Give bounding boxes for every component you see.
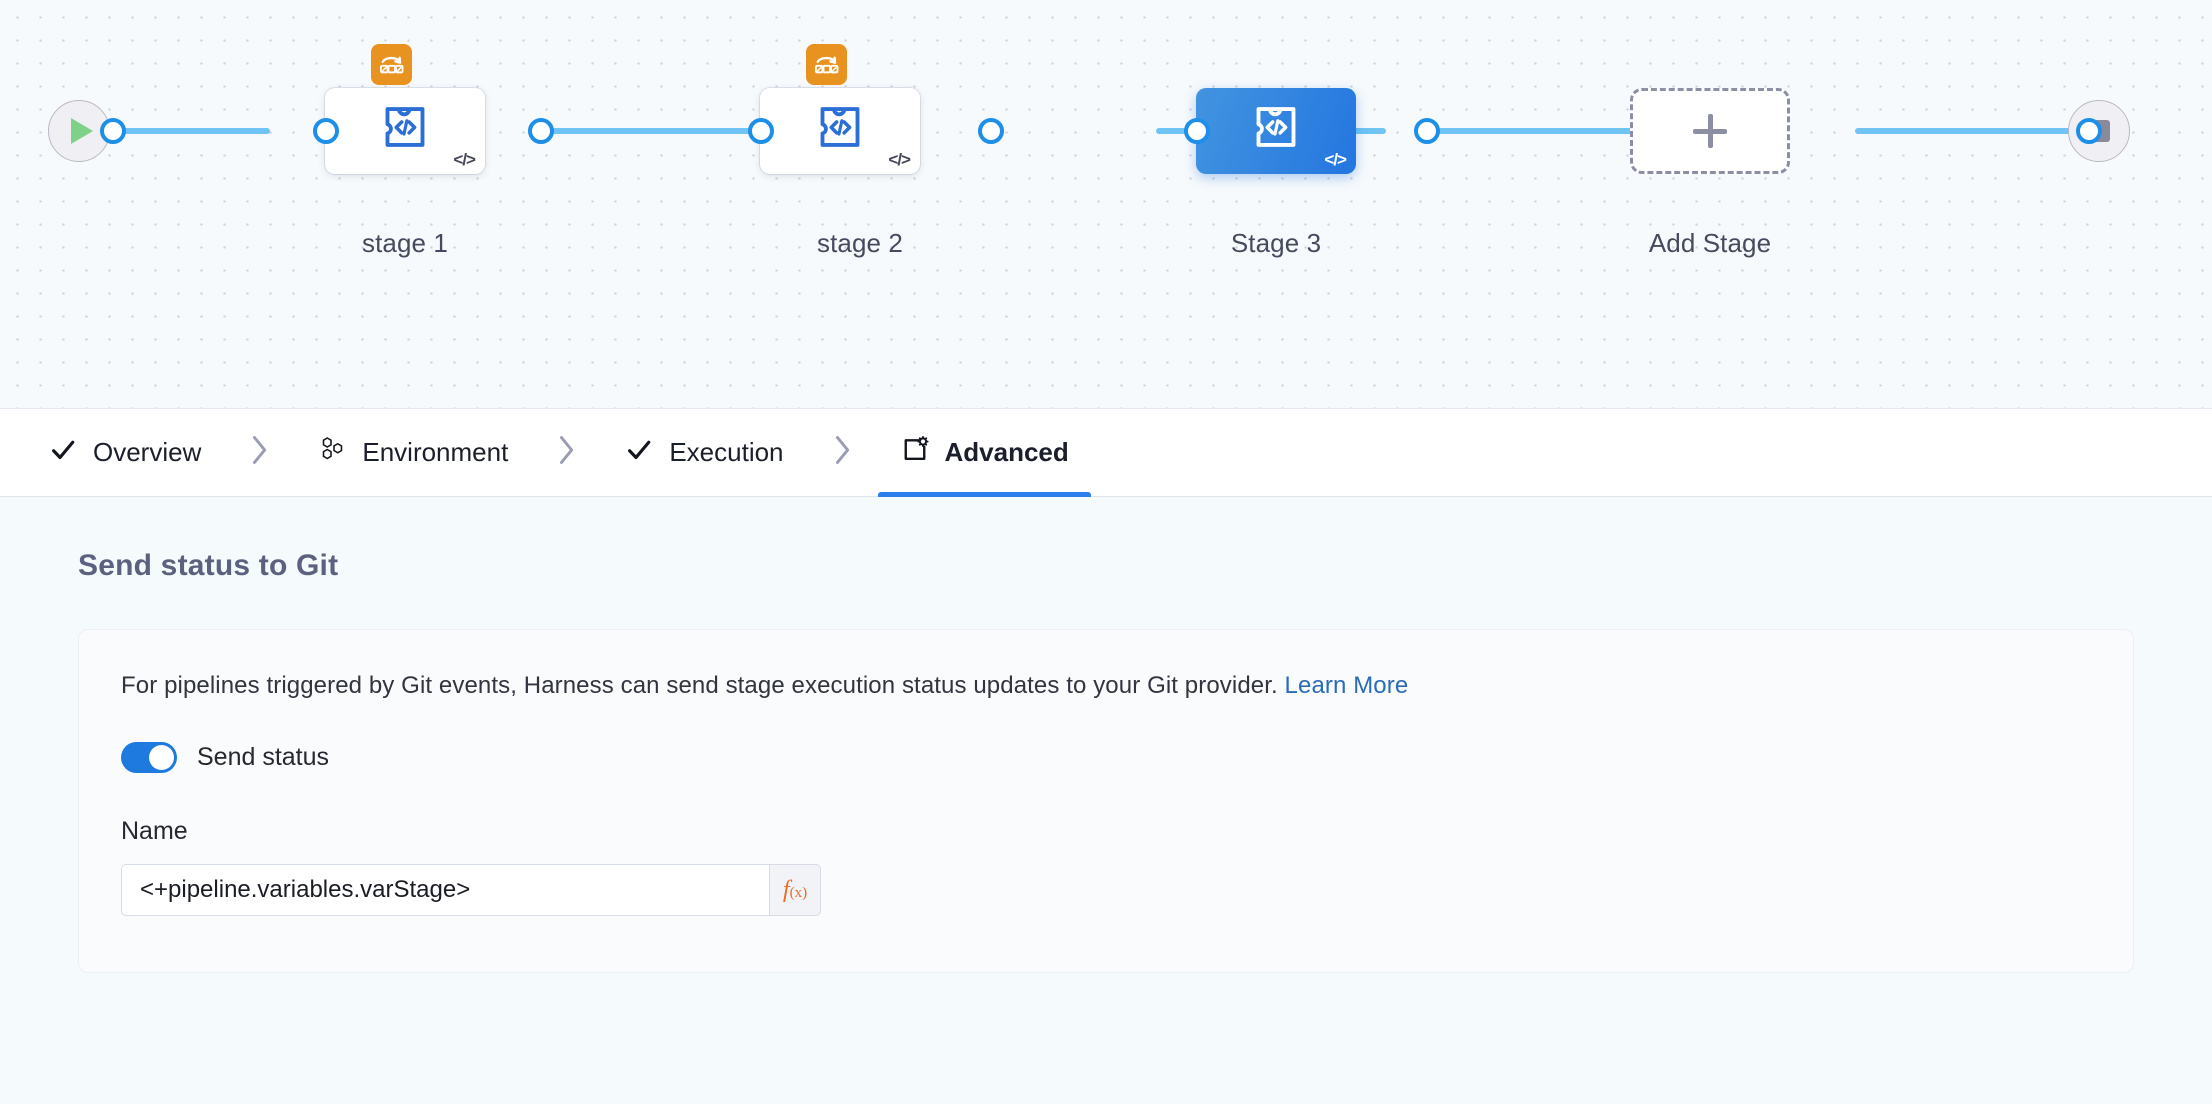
- port-stage2-out[interactable]: [978, 118, 1004, 144]
- tab-overview[interactable]: Overview: [26, 409, 223, 496]
- section-title: Send status to Git: [78, 549, 339, 582]
- send-status-card: For pipelines triggered by Git events, H…: [78, 629, 2134, 973]
- code-yaml-badge-1: </>: [453, 150, 476, 169]
- port-stage3-out[interactable]: [1414, 118, 1440, 144]
- send-status-toggle[interactable]: [121, 742, 177, 773]
- stage-label-3: Stage 3: [1230, 228, 1322, 258]
- port-end-in[interactable]: [2076, 118, 2102, 144]
- port-stage2-in[interactable]: [748, 118, 774, 144]
- port-stage1-in[interactable]: [313, 118, 339, 144]
- tab-overview-label: Overview: [93, 437, 202, 467]
- edge-stage3-to-addstage: [1420, 128, 1660, 134]
- name-field-label: Name: [121, 817, 188, 845]
- stage-label-1: stage 1: [362, 228, 448, 258]
- tab-separator-1: [223, 409, 295, 496]
- card-description: For pipelines triggered by Git events, H…: [121, 672, 2091, 700]
- tab-execution[interactable]: Execution: [602, 409, 805, 496]
- code-yaml-badge-3: </>: [1324, 150, 1347, 169]
- stage-node-2[interactable]: </>: [760, 44, 920, 174]
- code-yaml-badge-2: </>: [888, 150, 911, 169]
- advanced-tab-content: Send status to Git For pipelines trigger…: [0, 497, 2212, 1104]
- hexagons-icon: [317, 435, 347, 470]
- tab-separator-3: [806, 409, 878, 496]
- port-start-out[interactable]: [100, 118, 126, 144]
- port-stage3-in[interactable]: [1184, 118, 1210, 144]
- check-icon: [624, 435, 654, 470]
- edge-start-to-stage1: [110, 128, 270, 134]
- learn-more-link[interactable]: Learn More: [1284, 672, 1409, 699]
- tab-advanced[interactable]: Advanced: [877, 409, 1092, 497]
- custom-stage-icon: [1251, 102, 1301, 157]
- matrix-looping-icon: [806, 44, 847, 85]
- chevron-right-icon: [552, 433, 580, 472]
- stage-node-1[interactable]: </>: [325, 44, 485, 174]
- custom-stage-icon: [380, 102, 430, 157]
- custom-stage-icon: [815, 102, 865, 157]
- check-icon: [48, 435, 78, 470]
- tab-advanced-label: Advanced: [944, 437, 1069, 467]
- pipeline-canvas[interactable]: </> stage 1 </> stag: [0, 0, 2212, 409]
- stage-label-2: stage 2: [817, 228, 903, 258]
- stage-node-3[interactable]: </>: [1196, 88, 1356, 174]
- card-description-text: For pipelines triggered by Git events, H…: [121, 672, 1278, 699]
- port-stage1-out[interactable]: [528, 118, 554, 144]
- tab-environment[interactable]: Environment: [295, 409, 530, 496]
- add-stage-node[interactable]: [1630, 88, 1790, 174]
- send-status-toggle-row: Send status: [121, 742, 2091, 773]
- expression-fx-button[interactable]: f(x): [769, 864, 821, 916]
- pipeline-start-node[interactable]: [48, 100, 110, 162]
- fx-icon: f(x): [782, 876, 808, 903]
- tab-separator-2: [530, 409, 602, 496]
- plus-icon-vertical: [1707, 114, 1713, 148]
- chevron-right-icon: [245, 433, 273, 472]
- toggle-knob: [149, 745, 174, 770]
- edge-addstage-to-end: [1855, 128, 2100, 134]
- edge-stage1-to-stage2: [540, 128, 770, 134]
- chevron-right-icon: [828, 433, 856, 472]
- matrix-looping-icon: [371, 44, 412, 85]
- add-stage-label: Add Stage: [1648, 228, 1772, 258]
- name-input[interactable]: [121, 864, 769, 916]
- name-field-row: f(x): [121, 864, 821, 916]
- advanced-icon: [900, 435, 930, 470]
- tab-execution-label: Execution: [669, 437, 784, 467]
- stage-config-tabbar: Overview Environment: [0, 409, 2212, 497]
- play-icon: [71, 118, 93, 144]
- tab-environment-label: Environment: [362, 437, 509, 467]
- send-status-toggle-label: Send status: [197, 743, 330, 771]
